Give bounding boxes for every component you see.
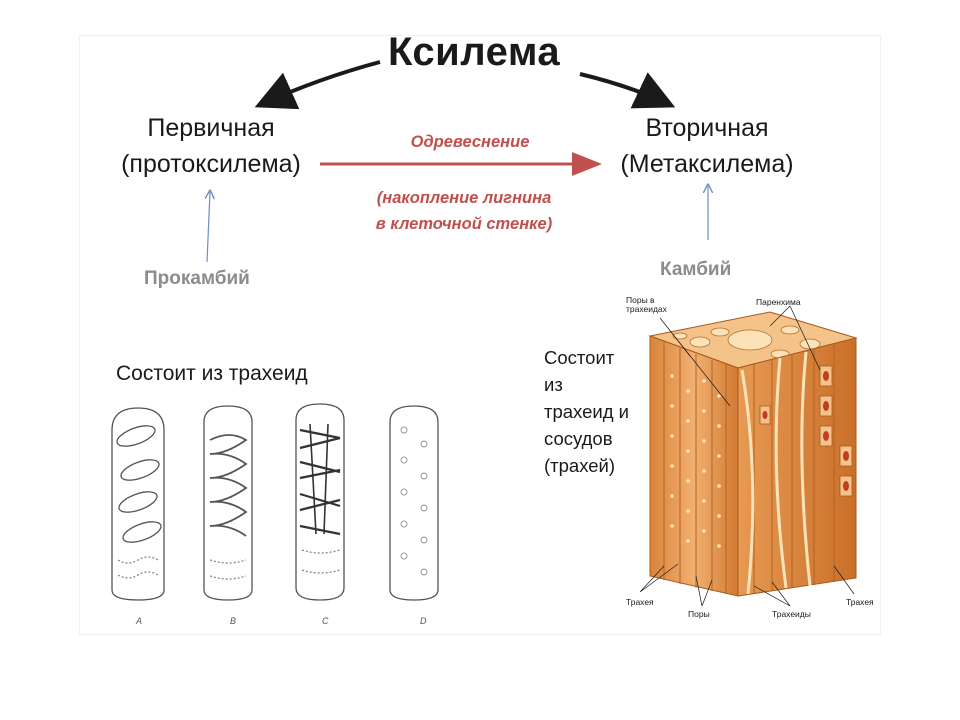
- arrow-to-primary: [254, 60, 381, 110]
- lignification-note: (накопление лигнина в клеточной стенке): [344, 185, 584, 237]
- tracheids-caption: Состоит из трахеид: [116, 362, 308, 385]
- vessels-caption-line1: Состоит: [544, 347, 615, 368]
- tube-annular: [111, 407, 165, 601]
- lignification-note-line1: (накопление лигнина: [376, 189, 552, 207]
- label-trachea-left: Трахея: [626, 597, 654, 607]
- label-pores-in-tracheids: Поры в трахеидах: [626, 296, 667, 314]
- tube-pitted: [389, 405, 439, 601]
- tube-label-c: C: [322, 616, 329, 626]
- secondary-xylem-alt: (Метаксилема): [620, 150, 794, 178]
- tube-label-a: A: [136, 616, 143, 626]
- lignification-label: Одревеснение: [410, 133, 530, 151]
- label-tracheids: Трахеиды: [772, 609, 811, 619]
- tube-label-b: B: [230, 616, 237, 626]
- tracheid-tubes-illustration: [111, 403, 439, 601]
- primary-xylem-alt: (протоксилема): [121, 150, 301, 178]
- arrow-procambium: [207, 192, 210, 263]
- label-pores: Поры: [688, 609, 710, 619]
- tube-reticulate: [295, 403, 345, 601]
- secondary-xylem-name: Вторичная: [645, 114, 769, 142]
- vessels-caption-line4: сосудов: [544, 428, 613, 449]
- secondary-xylem-label: Вторичная (Метаксилема): [604, 110, 810, 182]
- label-parenchyma: Паренхима: [756, 297, 801, 307]
- primary-xylem-name: Первичная: [147, 114, 275, 142]
- tube-label-d: D: [420, 616, 427, 626]
- label-trachea-right: Трахея: [846, 597, 874, 607]
- primary-xylem-label: Первичная (протоксилема): [104, 110, 318, 182]
- vessels-caption-line5: (трахей): [544, 455, 616, 476]
- wood-block-illustration: [639, 305, 858, 607]
- label-pores-in-tracheids-line1: Поры в: [626, 295, 655, 305]
- procambium-label: Прокамбий: [144, 268, 250, 289]
- vessels-caption-line2: из: [544, 374, 563, 395]
- arrow-to-secondary: [579, 72, 676, 109]
- vessels-caption-line3: трахеид и: [544, 401, 629, 422]
- label-pores-in-tracheids-line2: трахеидах: [626, 304, 667, 314]
- vessels-caption: Состоит из трахеид и сосудов (трахей): [544, 344, 629, 479]
- lignification-note-line2: в клеточной стенке): [375, 215, 553, 233]
- diagram-title: Ксилема: [388, 30, 561, 74]
- cambium-label: Камбий: [660, 259, 732, 280]
- tube-spiral: [203, 405, 253, 601]
